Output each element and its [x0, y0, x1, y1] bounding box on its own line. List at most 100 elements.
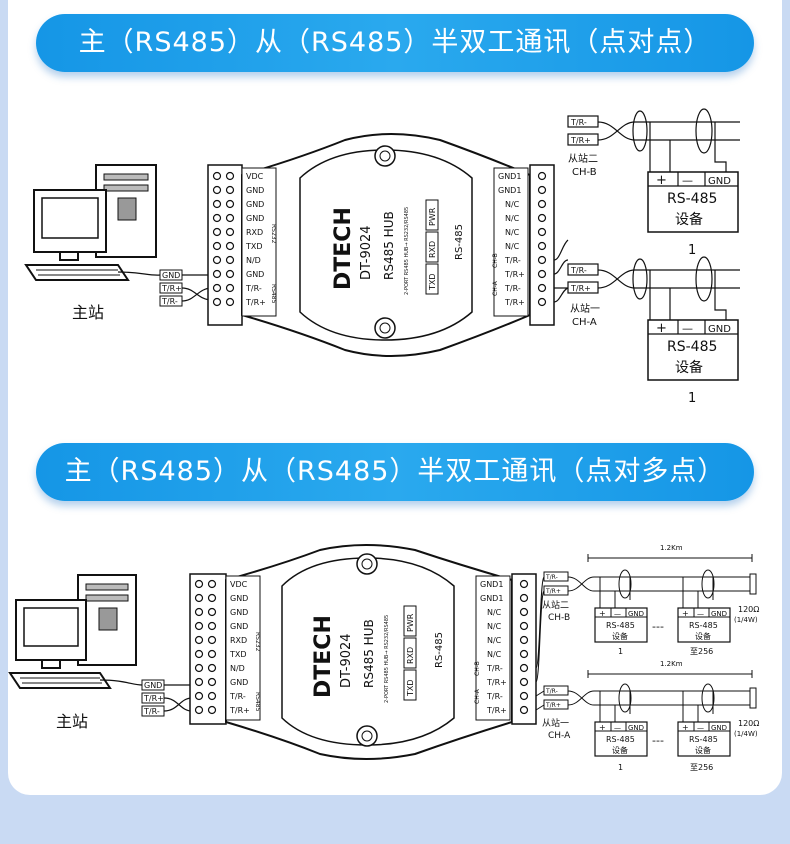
hub-brand-logo-2: DTECH	[311, 615, 336, 698]
ch-a-tag-2: CH-A	[474, 688, 481, 704]
slave1-name: 从站一	[570, 302, 600, 315]
left-term-9: T/R+	[245, 298, 266, 307]
led-rxd-2: RXD	[406, 647, 415, 664]
r2-term-4: N/C	[487, 636, 502, 645]
slave1-minus: —	[682, 322, 693, 335]
l2-term-6: N/D	[230, 664, 245, 673]
left-term-2: GND	[246, 200, 264, 209]
left-term-7: GND	[246, 270, 264, 279]
l2-term-7: GND	[230, 678, 248, 687]
rs232-tag: RS232	[270, 224, 277, 244]
l2-term-5: TXD	[229, 650, 247, 659]
slave1-box-sub: 设备	[675, 359, 703, 376]
slave2-channel: CH-B	[572, 167, 597, 178]
master-label-2: 主站	[56, 712, 88, 731]
bus-a-dev2-index: 至256	[690, 763, 713, 772]
l2-term-4: RXD	[230, 636, 247, 645]
slave1-box-title: RS-485	[667, 339, 717, 355]
left-term-5: TXD	[245, 242, 263, 251]
slave1-plus: +	[656, 321, 667, 336]
bus-a-channel: CH-A	[548, 731, 571, 741]
bus-b-resistor: 120Ω	[738, 605, 759, 614]
bus-a-dev1-index: 1	[618, 763, 623, 772]
bus-b-dev1-plus: +	[599, 609, 606, 618]
right-term-4: N/C	[505, 228, 520, 237]
bus-a-wire-trplus: T/R+	[545, 702, 561, 709]
hub-rs485-tag: RS-485	[454, 224, 465, 260]
bus-b-dev1-title: RS-485	[606, 621, 635, 630]
master-terminal-gnd: GND	[162, 271, 180, 280]
l2-term-2: GND	[230, 608, 248, 617]
left-term-8: T/R-	[245, 284, 262, 293]
led-txd-2: TXD	[406, 679, 415, 697]
master-label: 主站	[72, 303, 104, 322]
led-rxd: RXD	[428, 241, 437, 258]
bus-a-dashes: ---	[652, 734, 664, 747]
master-computer-icon-2	[8, 574, 137, 689]
bus-a-dev1-title: RS-485	[606, 735, 635, 744]
bus-b-wiring	[543, 554, 757, 608]
r2-term-7: T/R+	[486, 678, 507, 687]
hub-model-2: DT-9024	[339, 633, 354, 688]
left-terminal-screws-2	[194, 579, 217, 715]
slave1-wire-trplus: T/R+	[570, 284, 591, 293]
right-term-0: GND1	[498, 172, 521, 181]
right-term-9: T/R+	[504, 298, 525, 307]
slave1-wiring	[553, 239, 740, 320]
slave2-wiring	[567, 108, 740, 172]
r2-term-3: N/C	[487, 622, 502, 631]
section-title-point-to-point: 主（RS485）从（RS485）半双工通讯（点对点）	[36, 14, 754, 72]
bus-b-dev1-gnd: GND	[628, 610, 644, 618]
bus-a-wire-trminus: T/R-	[545, 688, 558, 695]
right-term-5: N/C	[505, 242, 520, 251]
rs232-tag-2: RS232	[254, 632, 261, 652]
bus-b-dev2-plus: +	[682, 609, 689, 618]
l2-term-8: T/R-	[229, 692, 246, 701]
hub-name-2: RS485 HUB	[362, 619, 376, 688]
bus-a-dev1-plus: +	[599, 723, 606, 732]
bus-a-dev1-gnd: GND	[628, 724, 644, 732]
r2-term-5: N/C	[487, 650, 502, 659]
slave2-wire-trminus: T/R-	[570, 118, 587, 127]
bus-b-channel: CH-B	[548, 613, 570, 623]
bus-a-dev2-plus: +	[682, 723, 689, 732]
hub-device-body	[241, 133, 531, 357]
l2-term-3: GND	[230, 622, 248, 631]
r2-term-6: T/R-	[486, 664, 503, 673]
master2-terminal-gnd: GND	[144, 681, 162, 690]
left-term-4: RXD	[246, 228, 263, 237]
r2-term-9: T/R+	[486, 706, 507, 715]
bus-b-distance: 1.2Km	[660, 544, 683, 552]
hub-subtitle: 2-PORT RS485 HUB→ RS232/RS485	[404, 207, 410, 295]
led-pwr-2: PWR	[406, 613, 415, 632]
slave2-box-title: RS-485	[667, 191, 717, 207]
r2-term-1: GND1	[480, 594, 503, 603]
slave1-channel: CH-A	[572, 317, 597, 328]
slave2-gnd: GND	[708, 176, 731, 187]
slave2-plus: +	[656, 173, 667, 188]
slave2-index: 1	[688, 243, 696, 258]
bus-b-dev2-gnd: GND	[711, 610, 727, 618]
bus-b-dev2-index: 至256	[690, 647, 713, 656]
diagram-point-to-point: 主站 GND T/R+ T/R- DTECH DT-9024 RS485 HUB	[24, 108, 740, 406]
left-term-1: GND	[246, 186, 264, 195]
right-terminal-screws-2	[519, 579, 529, 715]
slave2-wire-trplus: T/R+	[570, 136, 591, 145]
right-terminal-labels-2: GND1 GND1 N/C N/C N/C N/C T/R- T/R+ T/R-…	[480, 580, 507, 715]
master-terminal-trminus: T/R-	[161, 297, 178, 306]
bus-a-dev2-title: RS-485	[689, 735, 718, 744]
r2-term-0: GND1	[480, 580, 503, 589]
right-term-1: GND1	[498, 186, 521, 195]
hub-subtitle-2: 2-PORT RS485 HUB→ RS232/RS485	[384, 615, 390, 703]
bus-b-dev2-title: RS-485	[689, 621, 718, 630]
bus-a-dev1-minus: —	[614, 724, 621, 732]
bus-a-dev2-gnd: GND	[711, 724, 727, 732]
bus-a-slave-name: 从站一	[542, 717, 569, 729]
hub-rs485-tag-2: RS-485	[434, 632, 445, 668]
bus-b-wire-trminus: T/R-	[545, 574, 558, 581]
master-terminal-trplus: T/R+	[161, 284, 182, 293]
slave1-gnd: GND	[708, 324, 731, 335]
l2-term-0: VDC	[230, 580, 248, 589]
ch-b-tag-2: CH-B	[474, 661, 481, 676]
hub-brand-logo: DTECH	[331, 207, 356, 290]
